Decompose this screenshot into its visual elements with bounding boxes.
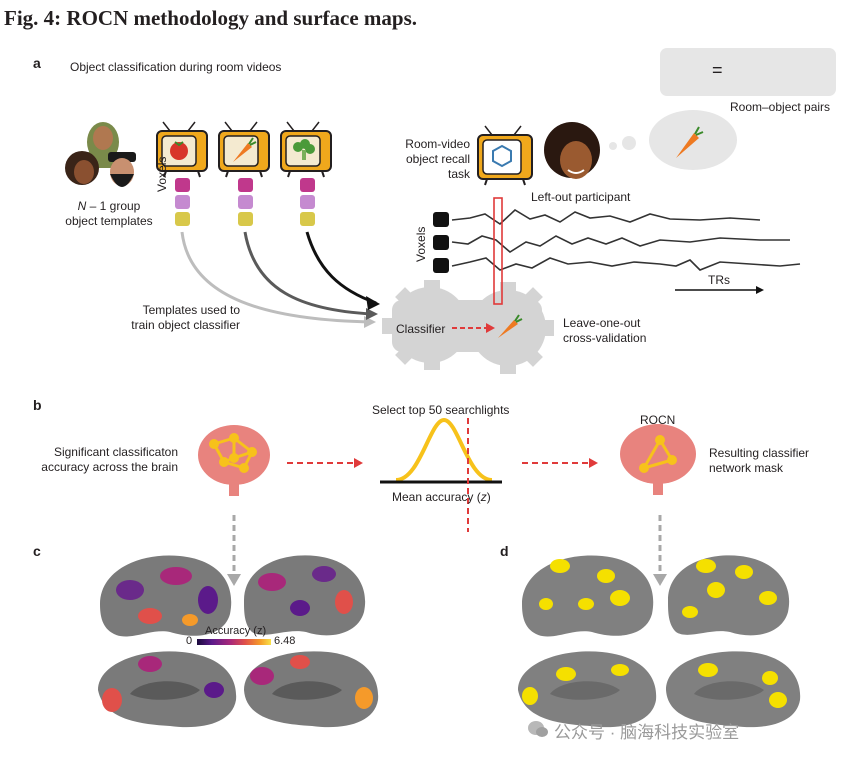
- brain-d-lateral-right: [668, 555, 790, 636]
- panel-d-label: d: [500, 543, 509, 559]
- colorbar-title: Accuracy (z): [205, 625, 267, 637]
- carrot-icon: [498, 314, 523, 338]
- template-arrows: [180, 231, 380, 328]
- accuracy-distribution-icon: [380, 417, 502, 532]
- panel-c-label: c: [33, 543, 41, 559]
- pairs-caption: Room–object pairs: [730, 100, 831, 114]
- brain-c-lateral-right: [244, 555, 366, 636]
- brain-c-lateral-left: [100, 555, 232, 637]
- panel-b-label: b: [33, 397, 42, 413]
- group-templates-caption: N – 1 group object templates: [65, 199, 153, 228]
- tv-tomato-icon: [156, 121, 208, 178]
- brain-c-medial-right: [244, 651, 379, 728]
- brain-c-medial-left: [98, 651, 237, 728]
- watermark-text: 公众号 · 脑海科技实验室: [554, 723, 740, 742]
- brain-significant-icon: [198, 425, 270, 496]
- tv-broccoli-icon: [280, 121, 332, 178]
- participant-beard-icon: [108, 152, 136, 187]
- panel-a-label: a: [33, 55, 41, 71]
- panel-a-heading: Object classification during room videos: [70, 60, 282, 74]
- voxel-columns: [175, 178, 315, 226]
- brain-rocn-icon: [620, 424, 696, 495]
- brain-d-medial-left: [518, 651, 657, 728]
- wechat-icon: [528, 721, 548, 737]
- trs-label: TRs: [708, 273, 730, 287]
- brain-d-lateral-left: [522, 555, 654, 637]
- voxel-timeseries: [433, 197, 801, 305]
- colorbar-max: 6.48: [274, 635, 296, 647]
- mean-accuracy-caption: Mean accuracy (z): [392, 490, 491, 504]
- tv-recall-icon: [477, 125, 533, 186]
- rocn-label: ROCN: [640, 413, 676, 427]
- tv-carrot-icon: [218, 121, 270, 178]
- brain-d-medial-right: [666, 651, 801, 728]
- top-searchlights-caption: Select top 50 searchlights: [372, 403, 510, 417]
- colorbar-min: 0: [186, 635, 193, 647]
- room-object-pairs-box: [660, 48, 836, 96]
- accuracy-colorbar: [197, 639, 271, 645]
- participant-curly-icon: [65, 151, 99, 185]
- pairs-equals: =: [712, 60, 723, 80]
- figure-title: Fig. 4: ROCN methodology and surface map…: [4, 6, 417, 30]
- thought-bubble-icon: [609, 110, 737, 170]
- left-out-caption: Left-out participant: [531, 190, 631, 204]
- classifier-label: Classifier: [396, 322, 446, 336]
- left-out-participant-icon: [544, 122, 600, 179]
